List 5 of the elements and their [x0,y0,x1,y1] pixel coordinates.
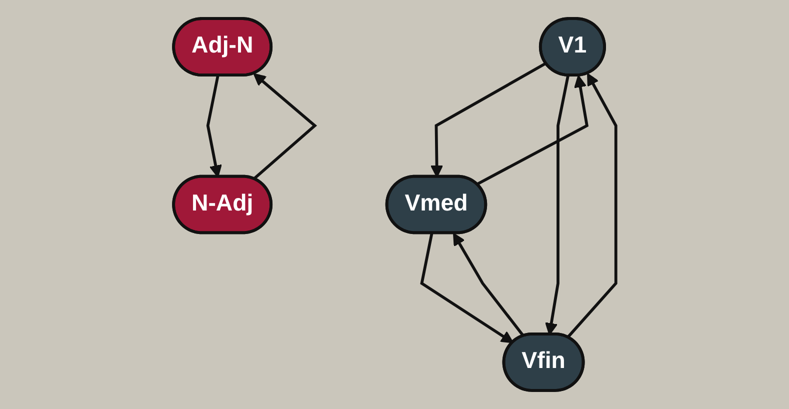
arrow [476,75,588,186]
arrow [420,233,514,344]
arrow [566,73,618,338]
arrow [452,232,525,338]
arrow [252,73,317,180]
